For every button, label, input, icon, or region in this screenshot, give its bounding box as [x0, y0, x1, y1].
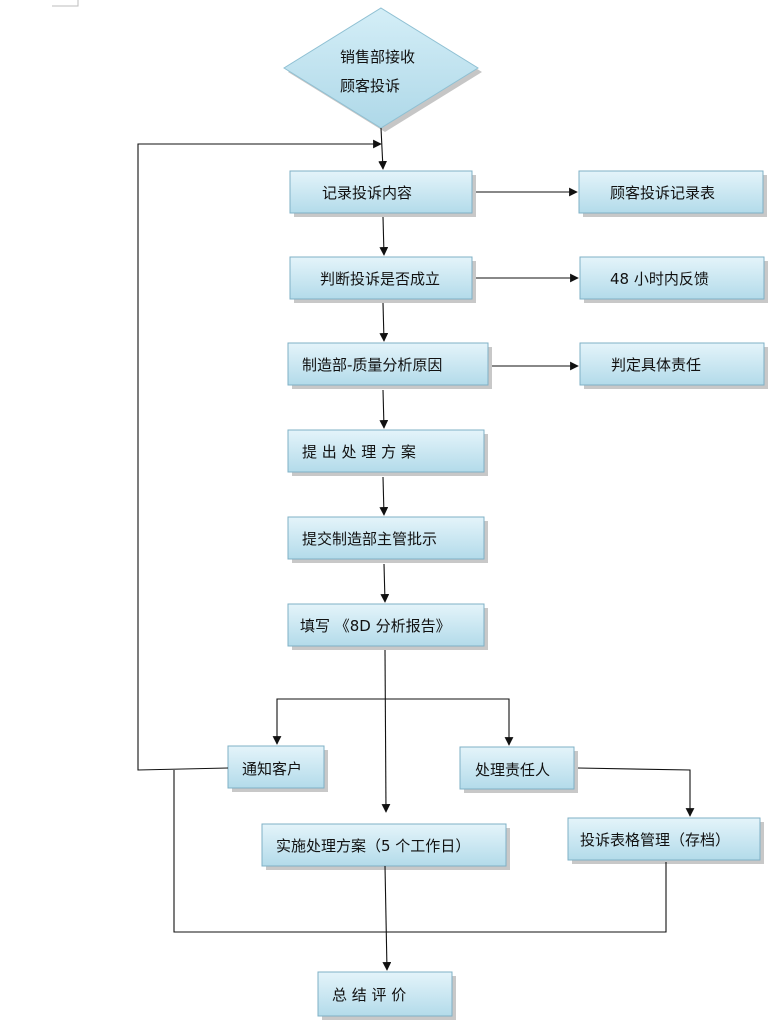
output-responsibility: 判定具体责任 — [579, 342, 768, 389]
arrow-implement-to-summary — [382, 865, 392, 971]
step-record-label: 记录投诉内容 — [322, 184, 412, 202]
arrow-analyze-to-propose — [379, 389, 389, 429]
step-archive-label: 投诉表格管理（存档） — [580, 831, 730, 849]
step-report-label: 填写 《8D 分析报告》 — [300, 617, 451, 635]
step-analyze-label: 制造部-质量分析原因 — [302, 356, 442, 374]
output-responsibility-label: 判定具体责任 — [611, 356, 701, 374]
connectors — [137, 127, 695, 971]
start-diamond: 销售部接收 顾客投诉 — [283, 7, 482, 132]
arrow-report-to-implement — [381, 649, 391, 813]
output-record-table-label: 顾客投诉记录表 — [610, 184, 715, 202]
step-report: 填写 《8D 分析报告》 — [287, 603, 488, 650]
step-judge-label: 判断投诉是否成立 — [320, 270, 440, 288]
start-line-2: 顾客投诉 — [340, 77, 400, 95]
step-notify-label: 通知客户 — [242, 760, 302, 778]
arrow-propose-to-submit — [379, 476, 389, 516]
step-submit: 提交制造部主管批示 — [287, 516, 488, 563]
step-responsible-label: 处理责任人 — [475, 761, 550, 779]
page-corner-mark — [52, 0, 79, 7]
step-propose-label: 提 出 处 理 方 案 — [302, 443, 416, 461]
step-submit-label: 提交制造部主管批示 — [302, 530, 437, 548]
arrow-submit-to-report — [380, 563, 390, 603]
arrow-responsible-to-archive — [577, 767, 695, 817]
arrow-record-to-judge — [379, 216, 389, 256]
step-record: 记录投诉内容 — [289, 170, 476, 217]
arrow-start-to-record — [378, 127, 388, 170]
step-judge: 判断投诉是否成立 — [289, 256, 476, 303]
output-record-table: 顾客投诉记录表 — [578, 170, 767, 217]
start-line-1: 销售部接收 — [340, 48, 415, 66]
output-feedback: 48 小时内反馈 — [579, 256, 768, 303]
line-merge-bottom — [173, 770, 667, 933]
step-notify: 通知客户 — [227, 745, 328, 792]
step-propose: 提 出 处 理 方 案 — [287, 429, 488, 476]
arrow-notify-loopback — [137, 139, 382, 771]
step-summary: 总 结 评 价 — [317, 971, 456, 1020]
step-responsible: 处理责任人 — [459, 746, 578, 793]
step-archive: 投诉表格管理（存档） — [567, 817, 764, 864]
step-summary-label: 总 结 评 价 — [332, 986, 406, 1004]
step-analyze: 制造部-质量分析原因 — [287, 342, 492, 389]
step-implement-label: 实施处理方案（5 个工作日） — [276, 837, 470, 855]
step-implement: 实施处理方案（5 个工作日） — [261, 823, 510, 870]
arrow-report-to-notify — [272, 698, 385, 745]
arrow-judge-to-analyze — [379, 302, 389, 342]
arrow-report-to-responsible — [385, 698, 514, 746]
output-feedback-label: 48 小时内反馈 — [610, 270, 709, 288]
